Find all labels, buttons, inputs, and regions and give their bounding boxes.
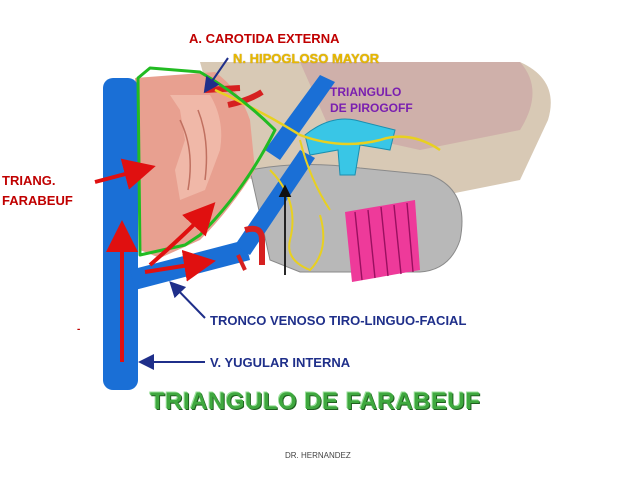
label-carotida-externa: A. CAROTIDA EXTERNA — [189, 31, 339, 46]
footer-author: DR. HERNANDEZ — [285, 451, 351, 460]
label-triangulo-pirogoff-line2: DE PIROGOFF — [330, 100, 413, 116]
label-triangulo-pirogoff: TRIANGULO DE PIROGOFF — [330, 84, 413, 116]
diagram-title: TRIANGULO DE FARABEUF — [150, 388, 481, 416]
label-triang-farabeuf-line2: FARABEUF — [2, 191, 73, 211]
label-triang-farabeuf: TRIANG. FARABEUF — [2, 171, 73, 211]
label-triang-farabeuf-line1: TRIANG. — [2, 171, 73, 191]
label-hipogloso-mayor: N. HIPOGLOSO MAYOR — [233, 51, 379, 66]
label-yugular-interna: V. YUGULAR INTERNA — [210, 355, 350, 370]
hyoglossus-muscle — [345, 200, 420, 282]
trunk-pointer-arrow — [172, 284, 205, 318]
label-tronco-venoso: TRONCO VENOSO TIRO-LINGUO-FACIAL — [210, 313, 466, 328]
stray-dash: - — [77, 324, 80, 335]
label-triangulo-pirogoff-line1: TRIANGULO — [330, 84, 413, 100]
